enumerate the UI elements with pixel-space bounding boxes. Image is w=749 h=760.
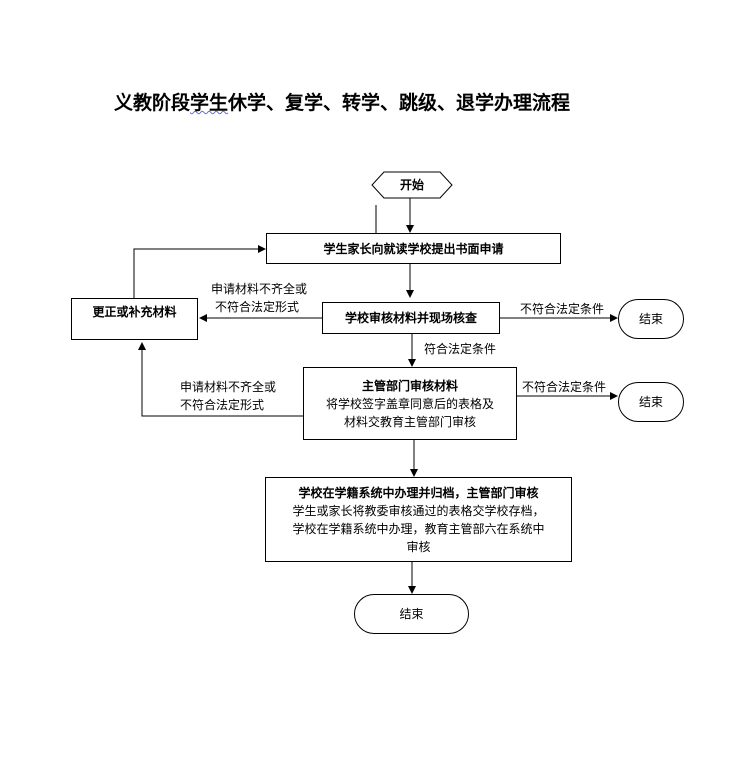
edge-label-not-legal-2: 不符合法定条件 xyxy=(522,380,607,394)
archive-line3: 审核 xyxy=(406,539,431,554)
apply-node: 学生家长向就读学校提出书面申请 xyxy=(266,233,561,264)
correct-node: 更正或补充材料 xyxy=(71,298,198,340)
edge-label-incomplete-1-line2: 不符合法定形式 xyxy=(215,300,300,314)
edge-label-not-legal-1: 不符合法定条件 xyxy=(520,302,605,316)
edge-label-incomplete-1-line1: 申请材料不齐全或 xyxy=(211,282,308,296)
arrow-correct-to-apply xyxy=(133,245,266,298)
school-review-node-label: 学校审核材料并现场核查 xyxy=(344,311,477,325)
end-node-1: 结束 xyxy=(618,299,684,339)
edge-label-incomplete-2: 申请材料不齐全或 不符合法定形式 xyxy=(180,378,276,414)
apply-node-label: 学生家长向就读学校提出书面申请 xyxy=(323,241,504,256)
archive-line1: 学生或家长将教委审核通过的表格交学校存档， xyxy=(292,503,545,518)
edge-label-incomplete-2-line2: 不符合法定形式 xyxy=(180,398,265,412)
title-text: 义教阶段学生休学、复学、转学、跳级、退学办理流程 xyxy=(114,92,571,114)
school-review-node: 学校审核材料并现场核查 xyxy=(322,302,500,334)
start-node-shape xyxy=(371,171,453,199)
archive-title: 学校在学籍系统中办理并归档，主管部门审核 xyxy=(298,485,539,500)
archive-node: 学校在学籍系统中办理并归档，主管部门审核 学生或家长将教委审核通过的表格交学校存… xyxy=(265,477,572,562)
dept-review-node: 主管部门审核材料 将学校签字盖章同意后的表格及 材料交教育主管部门审核 xyxy=(303,367,517,440)
end-node-2: 结束 xyxy=(618,382,684,422)
correct-node-label: 更正或补充材料 xyxy=(92,305,177,319)
dept-review-title: 主管部门审核材料 xyxy=(361,378,458,393)
end-node-3-label: 结束 xyxy=(399,607,424,621)
arrow-dept-to-correct xyxy=(138,342,303,417)
start-node: 开始 xyxy=(399,178,424,192)
dept-review-line1: 将学校签字盖章同意后的表格及 xyxy=(325,396,494,411)
page-title: 义教阶段学生休学、复学、转学、跳级、退学办理流程 xyxy=(114,88,570,115)
edge-label-incomplete-1: 申请材料不齐全或 不符合法定形式 xyxy=(211,280,307,316)
dept-review-line2: 材料交教育主管部门审核 xyxy=(343,414,476,429)
edge-label-incomplete-2-line1: 申请材料不齐全或 xyxy=(180,380,277,394)
end-node-2-label: 结束 xyxy=(638,395,663,409)
archive-line2: 学校在学籍系统中办理，教育主管部六在系统中 xyxy=(292,521,545,536)
end-node-3: 结束 xyxy=(354,594,469,634)
end-node-1-label: 结束 xyxy=(638,312,663,326)
title-underlined-word: 学生 xyxy=(190,92,229,114)
edge-label-legal: 符合法定条件 xyxy=(424,342,497,356)
